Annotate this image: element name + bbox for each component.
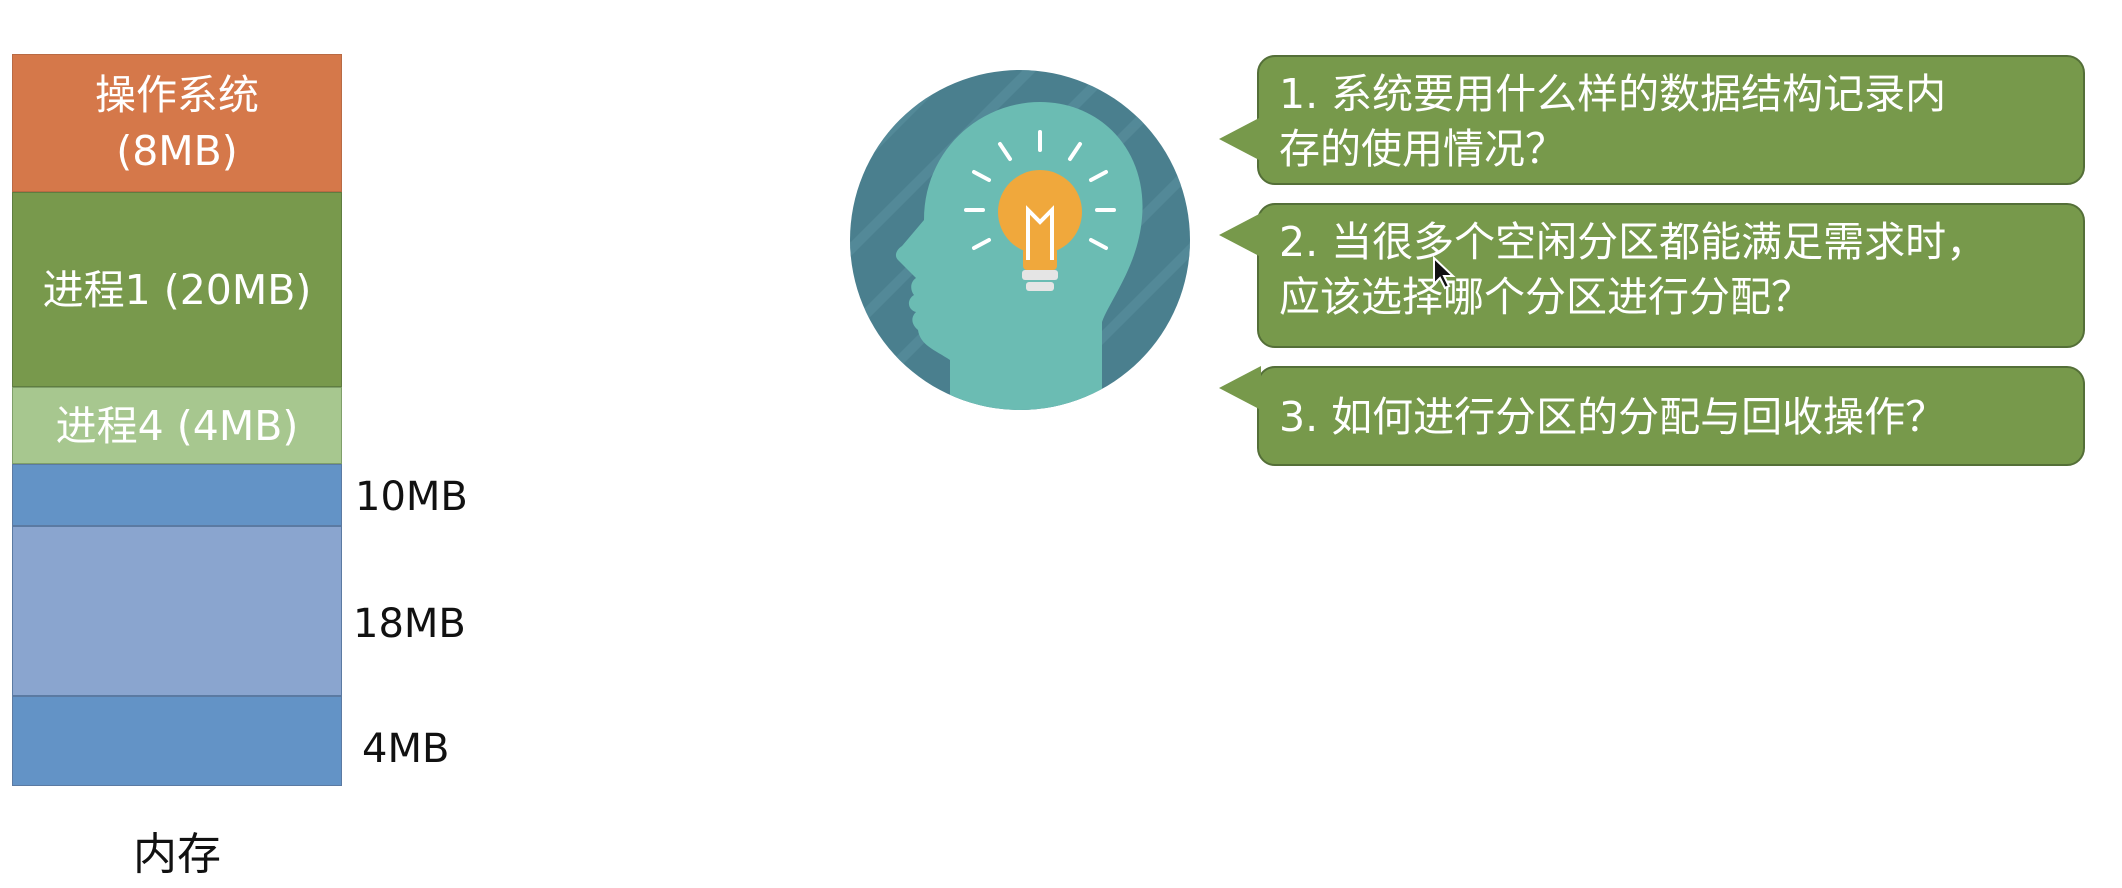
free-size-label-4mb: 4MB: [362, 726, 450, 772]
question-2-line1: 2. 当很多个空闲分区都能满足需求时，: [1279, 218, 1988, 266]
speech-tail-icon: [1219, 117, 1261, 161]
memory-block-free-4mb: [12, 696, 342, 786]
process1-label: 进程1 (20MB): [42, 265, 312, 314]
memory-block-process4: 进程4 (4MB): [12, 387, 342, 464]
memory-caption: 内存: [133, 829, 221, 880]
speech-tail-icon: [1219, 366, 1261, 410]
question-2-line2: 应该选择哪个分区进行分配？: [1279, 273, 1812, 321]
speech-tail-icon: [1219, 213, 1261, 257]
question-bubble-3: 3. 如何进行分区的分配与回收操作？: [1219, 366, 2085, 466]
head-lightbulb-icon: [850, 70, 1190, 410]
question-bubble-2: 2. 当很多个空闲分区都能满足需求时， 应该选择哪个分区进行分配？: [1219, 203, 2085, 348]
question-1-line2: 存的使用情况？: [1279, 125, 1566, 173]
memory-block-os: 操作系统 (8MB): [12, 54, 342, 192]
question-3-line1: 3. 如何进行分区的分配与回收操作？: [1279, 393, 1947, 441]
free-size-label-18mb: 18MB: [353, 601, 466, 647]
memory-block-process1: 进程1 (20MB): [12, 192, 342, 387]
mouse-cursor-icon: [1433, 256, 1456, 290]
os-label: 操作系统: [95, 71, 259, 119]
os-size-label: (8MB): [116, 127, 238, 175]
free-size-label-10mb: 10MB: [355, 474, 468, 520]
memory-block-free-18mb: [12, 526, 342, 696]
process4-label: 进程4 (4MB): [55, 401, 299, 450]
memory-block-free-10mb: [12, 464, 342, 526]
question-1-line1: 1. 系统要用什么样的数据结构记录内: [1279, 70, 1947, 118]
question-bubble-1: 1. 系统要用什么样的数据结构记录内 存的使用情况？: [1219, 55, 2085, 185]
